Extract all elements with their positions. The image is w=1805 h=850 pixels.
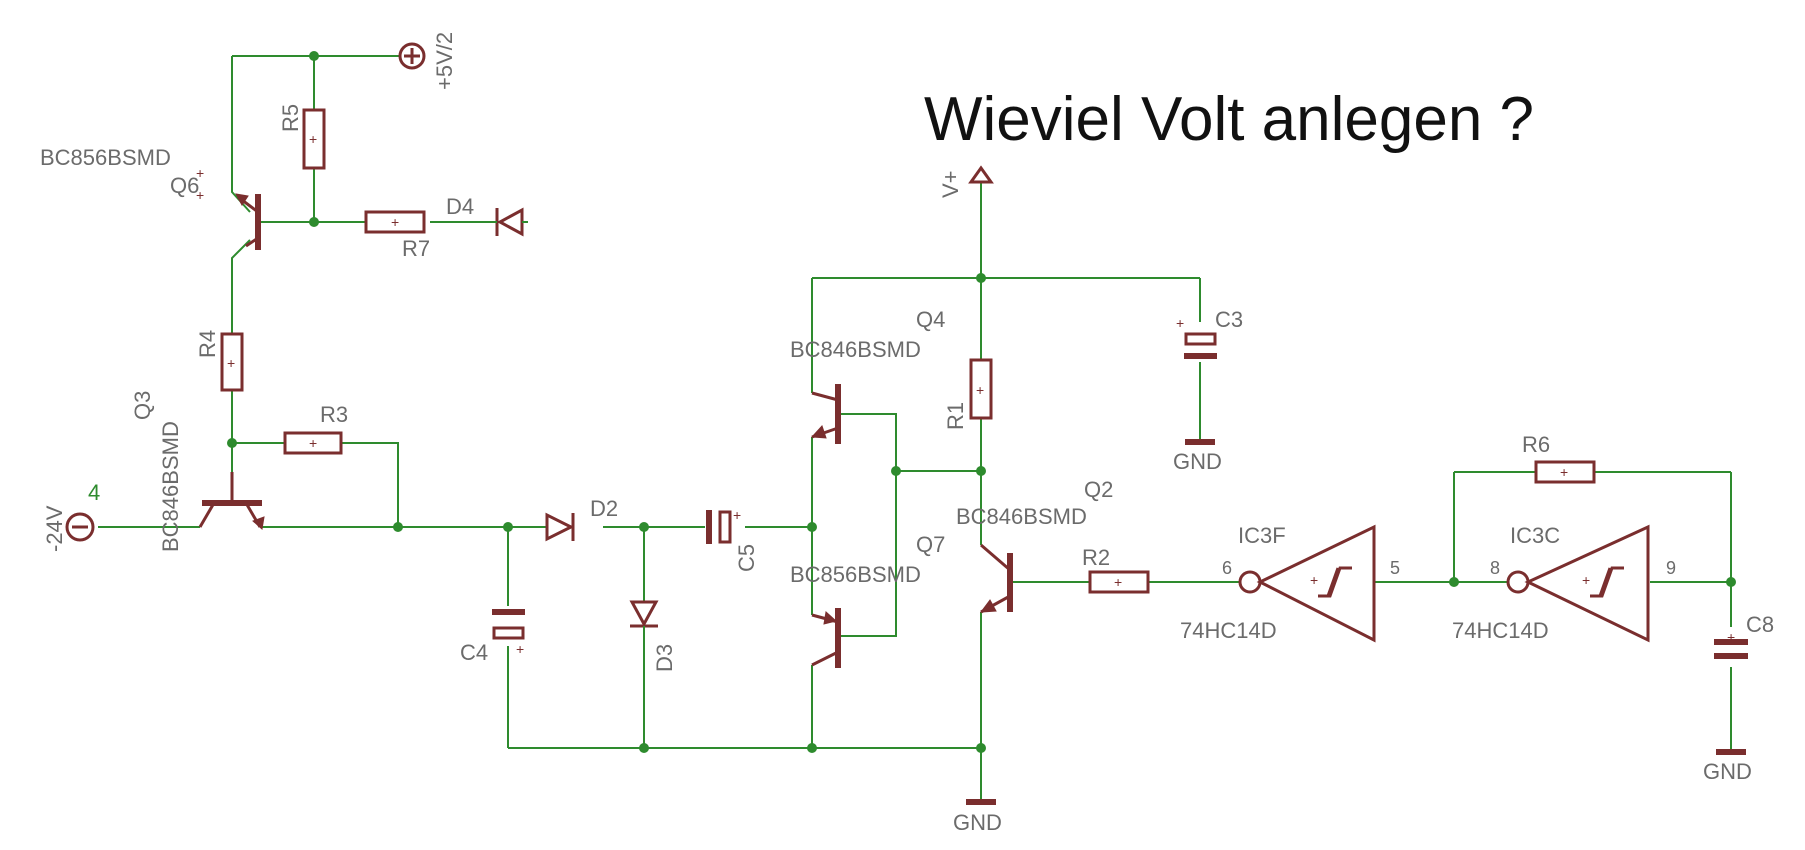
- capacitor-c3: + C3: [1176, 307, 1243, 359]
- supply-minus24-pin: 4: [88, 480, 100, 505]
- ic3f-ref-label: IC3F: [1238, 523, 1286, 548]
- resistor-r2: + R2: [1082, 545, 1150, 594]
- svg-text:+: +: [733, 507, 741, 523]
- r2-label: R2: [1082, 545, 1110, 570]
- supply-vplus: V+: [938, 165, 994, 198]
- q3-ref-label: Q3: [130, 391, 155, 420]
- c8-label: C8: [1746, 612, 1774, 637]
- d2-label: D2: [590, 496, 618, 521]
- diode-d2: D2: [545, 496, 618, 542]
- ground-c8-label: GND: [1703, 759, 1752, 784]
- resistor-r7: + R7: [364, 210, 430, 261]
- d4-label: D4: [446, 194, 474, 219]
- d3-label: D3: [652, 644, 677, 672]
- ic3f-in-pin: 6: [1222, 558, 1232, 578]
- transistor-q7: Q7 BC856BSMD: [790, 532, 945, 668]
- ground-main: GND: [953, 799, 1002, 835]
- transistor-q3: Q3 BC846BSMD: [130, 391, 265, 552]
- q4-ref-label: Q4: [916, 307, 945, 332]
- r4-label: R4: [195, 330, 220, 358]
- ic3f-type-label: 74HC14D: [1180, 618, 1277, 643]
- junction-dots: [227, 51, 1736, 753]
- ground-c8: GND: [1703, 749, 1752, 784]
- ic3f-out-pin: 5: [1390, 558, 1400, 578]
- q3-type-label: BC846BSMD: [158, 421, 183, 552]
- svg-text:+: +: [1176, 315, 1184, 331]
- supply-vplus-label: V+: [938, 170, 963, 198]
- supply-plus5v2-label: +5V/2: [432, 32, 457, 90]
- r3-label: R3: [320, 402, 348, 427]
- resistor-r6: + R6: [1522, 432, 1596, 484]
- svg-text:+: +: [1114, 574, 1122, 590]
- svg-text:+: +: [227, 355, 235, 371]
- c4-label: C4: [460, 640, 488, 665]
- ground-c3: GND: [1173, 439, 1222, 474]
- supply-minus24: -24V 4: [42, 480, 100, 552]
- ic3c-type-label: 74HC14D: [1452, 618, 1549, 643]
- q2-type-label: BC846BSMD: [956, 504, 1087, 529]
- ic3c-in-pin: 8: [1490, 558, 1500, 578]
- r7-label: R7: [402, 236, 430, 261]
- ground-main-label: GND: [953, 810, 1002, 835]
- supply-minus24-label: -24V: [42, 505, 67, 552]
- inverter-ic3f: + 6 5 IC3F 74HC14D: [1180, 523, 1400, 643]
- r5-label: R5: [278, 104, 303, 132]
- svg-text:+: +: [309, 131, 317, 147]
- q6-type-label: BC856BSMD: [40, 145, 171, 170]
- svg-text:+: +: [1310, 572, 1318, 588]
- svg-text:+: +: [196, 165, 204, 181]
- q7-type-label: BC856BSMD: [790, 562, 921, 587]
- q4-type-label: BC846BSMD: [790, 337, 921, 362]
- transistor-q4: Q4 BC846BSMD: [790, 307, 945, 444]
- resistor-r3: + R3: [283, 402, 348, 455]
- transistor-q6: BC856BSMD Q6 + +: [40, 145, 261, 250]
- diode-d3: D3: [629, 600, 677, 672]
- svg-text:+: +: [1582, 572, 1590, 588]
- r6-label: R6: [1522, 432, 1550, 457]
- svg-text:+: +: [309, 435, 317, 451]
- diode-d4: D4: [446, 194, 528, 237]
- ic3c-ref-label: IC3C: [1510, 523, 1560, 548]
- wires: [98, 55, 1732, 800]
- q6-ref-label: Q6: [170, 173, 199, 198]
- resistor-r4: + R4: [195, 330, 244, 392]
- inverter-ic3c: + 8 9 IC3C 74HC14D: [1452, 523, 1676, 643]
- r1-label: R1: [943, 402, 968, 430]
- svg-text:+: +: [391, 214, 399, 230]
- capacitor-c4: + C4: [460, 609, 525, 665]
- c5-label: C5: [734, 544, 759, 572]
- ground-c3-label: GND: [1173, 449, 1222, 474]
- capacitor-c5: + C5: [706, 507, 759, 572]
- svg-text:+: +: [516, 641, 524, 657]
- question-title: Wieviel Volt anlegen ?: [924, 85, 1534, 154]
- svg-text:+: +: [1560, 464, 1568, 480]
- q7-ref-label: Q7: [916, 532, 945, 557]
- ic3c-out-pin: 9: [1666, 558, 1676, 578]
- transistor-q2: Q2 BC846BSMD: [956, 477, 1113, 614]
- svg-text:+: +: [976, 382, 984, 398]
- svg-text:+: +: [1727, 629, 1735, 645]
- resistor-r5: + R5: [278, 104, 326, 170]
- supply-plus5v2: +5V/2: [398, 32, 457, 90]
- svg-text:+: +: [196, 187, 204, 203]
- capacitor-c8: + C8: [1714, 612, 1774, 659]
- q2-ref-label: Q2: [1084, 477, 1113, 502]
- c3-label: C3: [1215, 307, 1243, 332]
- resistor-r1: + R1: [943, 358, 993, 430]
